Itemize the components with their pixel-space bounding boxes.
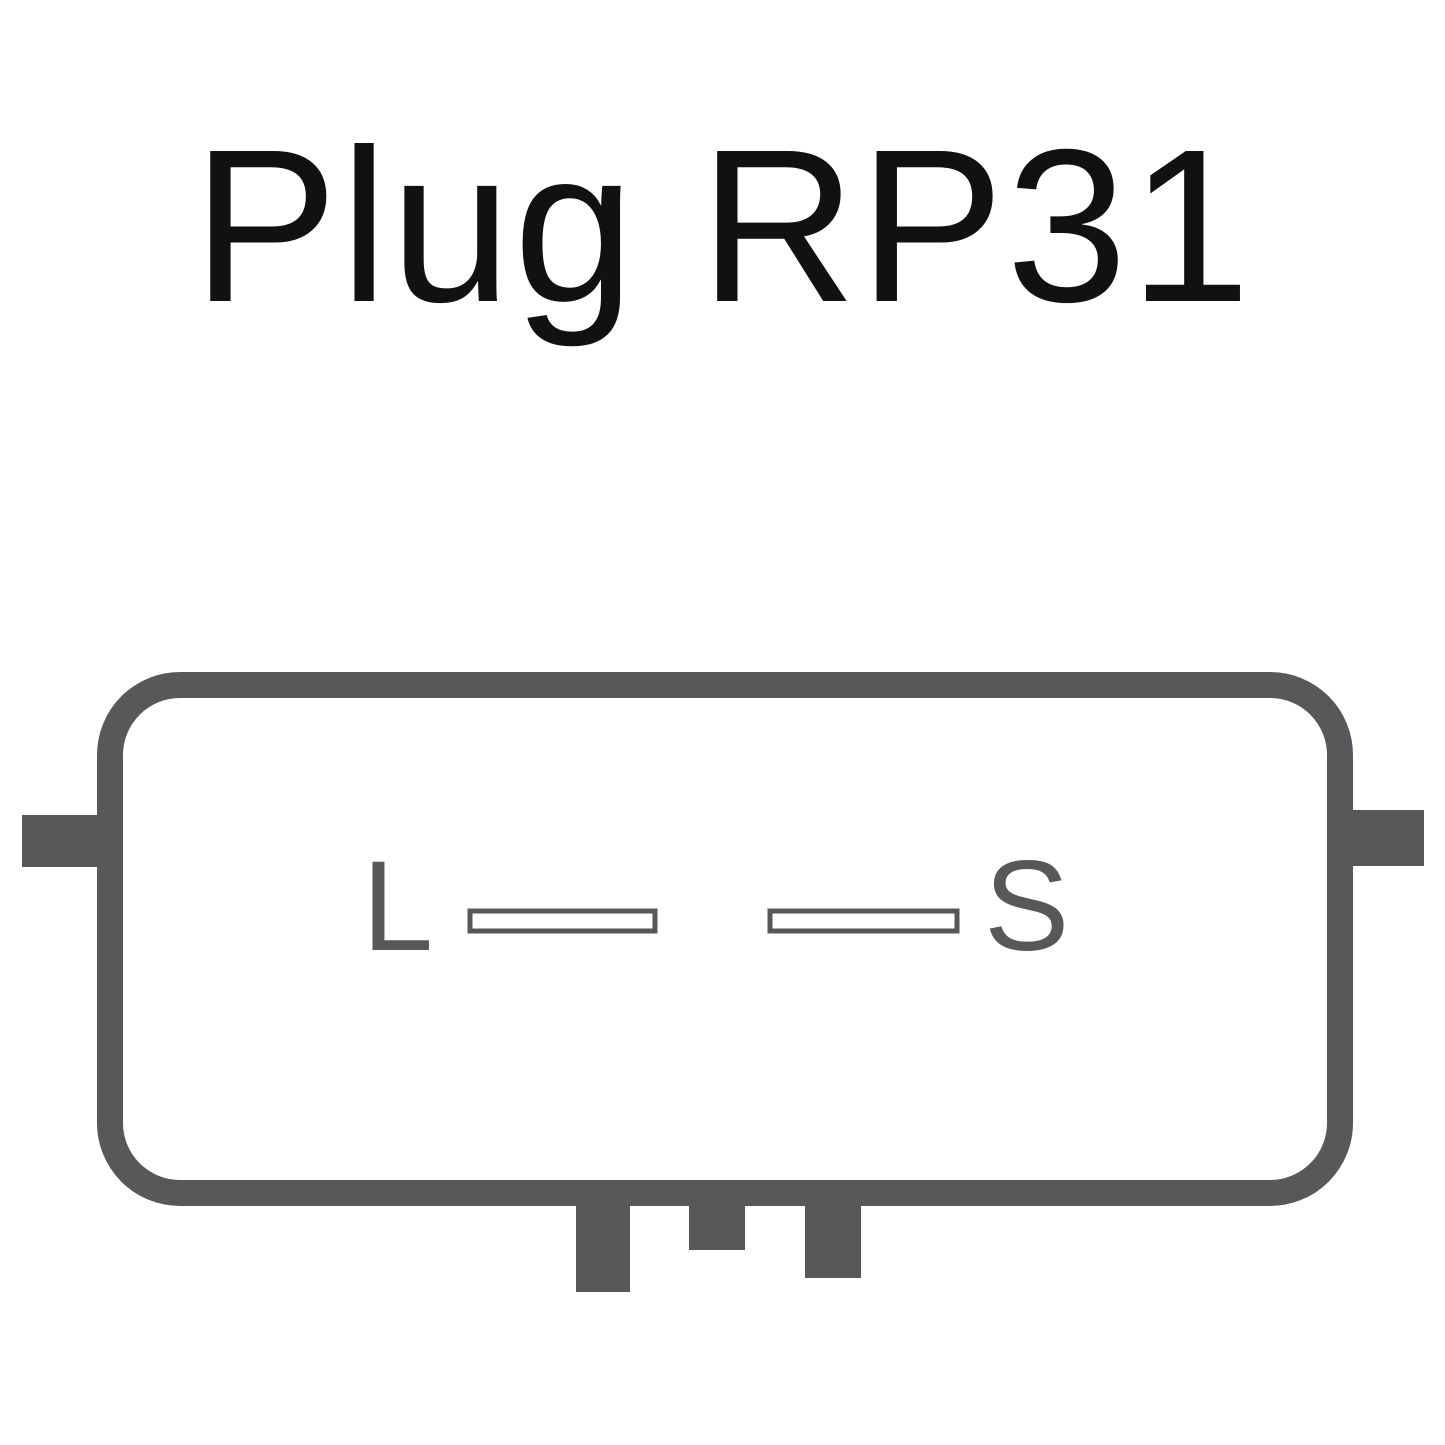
bottom-tab-middle [689,1200,745,1250]
pin-s-label: S [984,835,1069,978]
pin-s-terminal [767,908,960,934]
pin-l-label: L [362,835,433,978]
bottom-tab-right [805,1200,861,1278]
pin-l-terminal [467,908,658,934]
left-mounting-tab [22,815,102,867]
right-mounting-tab [1348,810,1424,866]
connector-body [97,672,1353,1206]
plug-title: Plug RP31 [192,105,1253,348]
bottom-tab-left [576,1200,630,1292]
